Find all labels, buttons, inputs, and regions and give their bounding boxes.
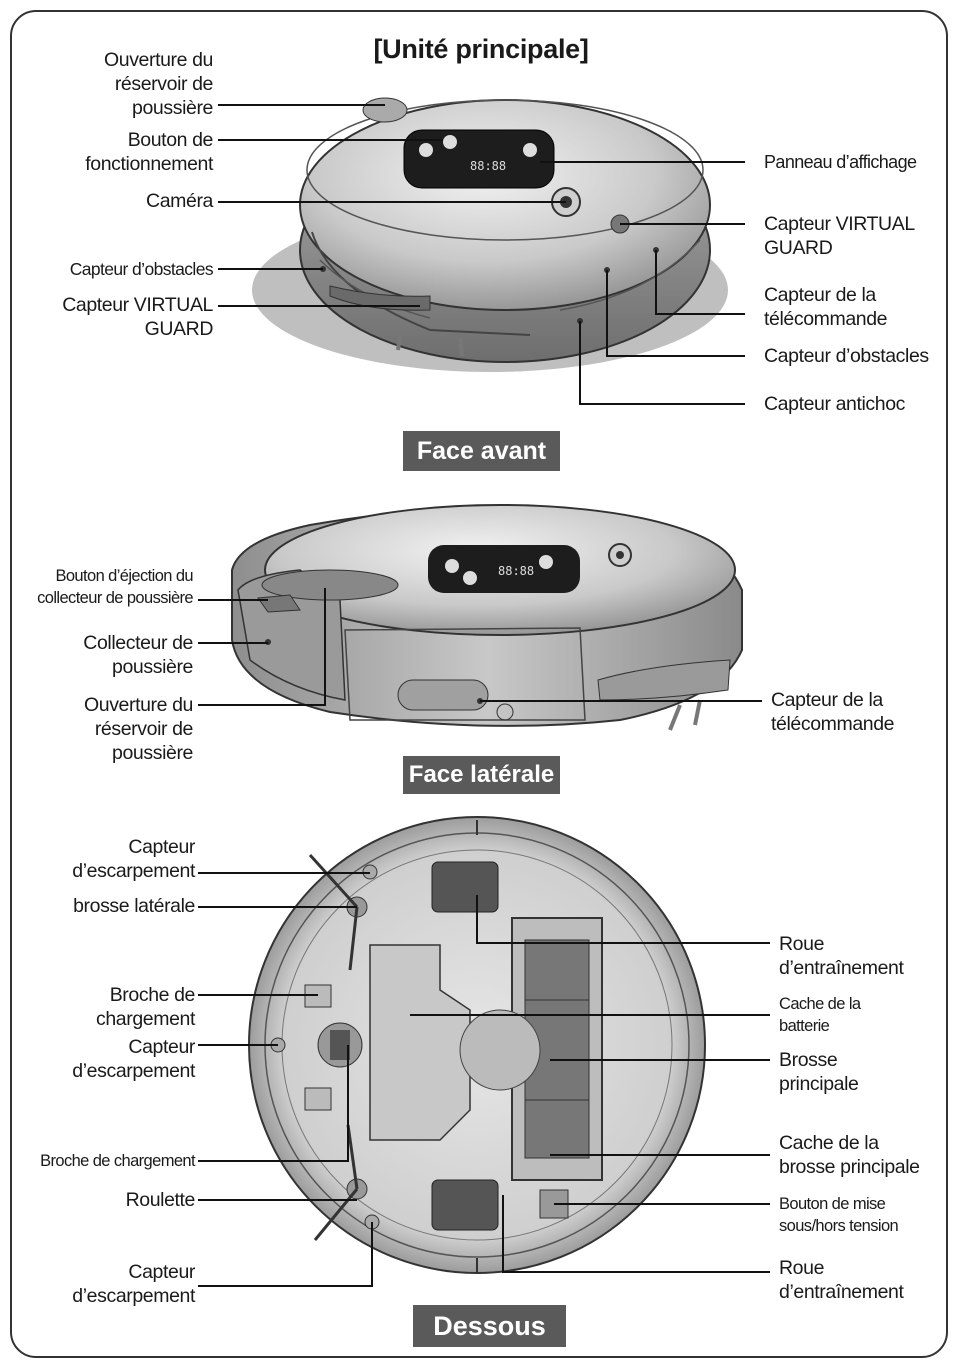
svg-text:88:88: 88:88	[470, 159, 506, 173]
label-dust-opening-front: Ouverture du réservoir de poussière	[103, 49, 213, 119]
label-cliff-sensor-top: Capteur d’escarpement	[72, 836, 195, 882]
label-obstacle-sensor-right: Capteur d’obstacles	[764, 345, 929, 367]
page-title: [Unité principale]	[373, 34, 589, 64]
label-cliff-sensor-mid: Capteur d’escarpement	[72, 1036, 195, 1082]
label-operation-button: Bouton de fonctionnement	[85, 129, 213, 175]
label-virtual-guard-right: Capteur VIRTUAL GUARD	[764, 213, 915, 259]
label-charging-pin-1: Broche de chargement	[96, 984, 195, 1030]
label-bumper-sensor: Capteur antichoc	[764, 393, 906, 415]
label-battery-cover: Cache de la batterie	[779, 995, 861, 1035]
page-frame	[10, 10, 948, 1358]
label-charging-pin-2: Broche de chargement	[40, 1152, 196, 1170]
leader-lines	[198, 104, 770, 1287]
label-eject-button: Bouton d’éjection du collecteur de pouss…	[37, 567, 193, 607]
label-main-brush-cover: Cache de la brosse principale	[779, 1132, 920, 1178]
label-remote-sensor-side: Capteur de la télécommande	[771, 689, 895, 735]
side-view-robot: 88:88	[231, 504, 743, 731]
label-camera: Caméra	[146, 190, 213, 212]
section-bottom-view: Dessous	[413, 1305, 566, 1347]
label-virtual-guard-left: Capteur VIRTUAL GUARD	[62, 294, 213, 340]
label-drive-wheel-top: Roue d’entraînement	[779, 933, 904, 979]
label-dust-opening-side: Ouverture du réservoir de poussière	[83, 694, 193, 764]
label-display-panel: Panneau d’affichage	[764, 152, 917, 172]
label-caster: Roulette	[125, 1189, 196, 1211]
label-side-brush: brosse latérale	[73, 895, 195, 917]
svg-text:88:88: 88:88	[498, 564, 534, 578]
label-obstacle-sensor-left: Capteur d’obstacles	[69, 259, 214, 279]
front-view-robot: 88:88	[252, 97, 728, 372]
label-power-switch: Bouton de mise sous/hors tension	[779, 1195, 899, 1235]
label-drive-wheel-bottom: Roue d’entraînement	[779, 1257, 904, 1303]
section-side-view: Face latérale	[403, 756, 560, 794]
label-main-brush: Brosse principale	[779, 1049, 859, 1095]
label-dust-collector: Collecteur de poussière	[83, 632, 193, 678]
section-front-view: Face avant	[403, 431, 560, 471]
label-cliff-sensor-bottom: Capteur d’escarpement	[72, 1261, 195, 1307]
label-remote-sensor-front: Capteur de la télécommande	[764, 284, 888, 330]
